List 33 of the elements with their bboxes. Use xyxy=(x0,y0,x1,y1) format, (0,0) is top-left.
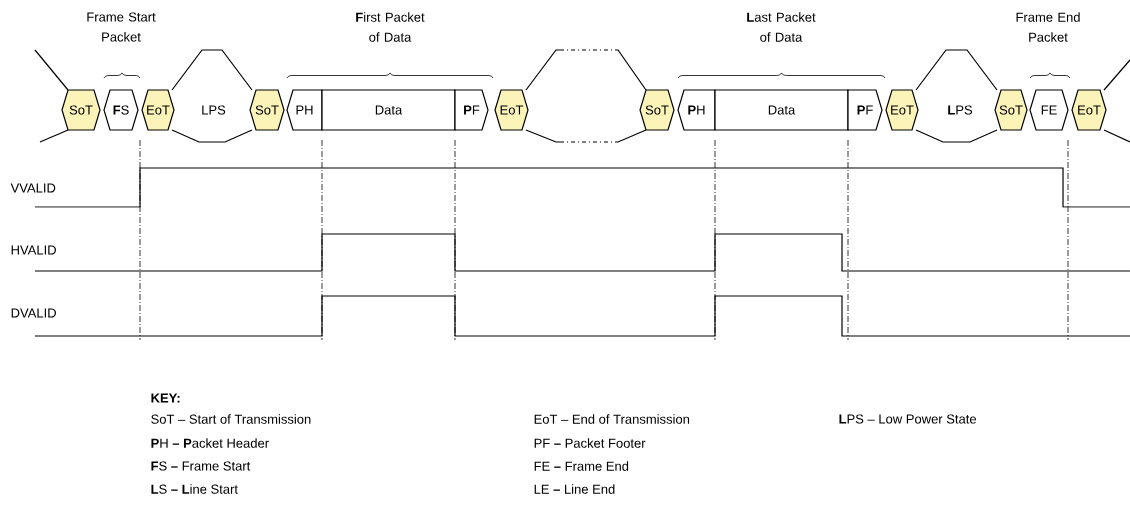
packet-box: PH xyxy=(286,89,323,131)
state-label: LPS xyxy=(948,105,973,115)
brace-label: Last Packet of Data xyxy=(747,12,816,42)
signal-name: HVALID xyxy=(11,245,56,255)
packet-hexagon: EoT xyxy=(1071,89,1107,131)
packet-hexagon: FS xyxy=(103,89,139,131)
packet-box: PH xyxy=(677,89,716,131)
brace-label: First Packet of Data xyxy=(356,12,425,42)
packet-hexagon: EoT xyxy=(494,89,529,131)
key-entry: LS – Line Start xyxy=(151,484,238,494)
packet-hexagon: EoT xyxy=(141,89,175,131)
key-entry: LPS – Low Power State xyxy=(839,414,976,424)
key-heading: KEY: xyxy=(151,393,180,403)
signal-name: VVALID xyxy=(10,183,56,193)
packet-hexagon: SoT xyxy=(639,89,675,131)
key-entry: FS – Frame Start xyxy=(151,461,251,471)
key-entry: LE – Line End xyxy=(534,484,615,494)
packet-box: PF xyxy=(454,89,489,131)
packet-box: PF xyxy=(847,89,883,131)
key-entry: EoT – End of Transmission xyxy=(534,414,690,424)
packet-hexagon: SoT xyxy=(61,89,101,131)
packet-hexagon: SoT xyxy=(249,89,285,131)
key-entry: PF – Packet Footer xyxy=(534,438,646,448)
key-entry: SoT – Start of Transmission xyxy=(151,414,311,424)
key-entry: FE – Frame End xyxy=(534,461,629,471)
packet-hexagon: EoT xyxy=(885,89,919,131)
state-label: LPS xyxy=(202,105,226,115)
brace-label: Frame End Packet xyxy=(1016,12,1080,42)
signal-name: DVALID xyxy=(11,308,56,318)
brace-label: Frame Start Packet xyxy=(87,12,156,42)
packet-hexagon: FE xyxy=(1029,89,1069,131)
key-entry: PH – Packet Header xyxy=(151,438,269,448)
packet-hexagon: SoT xyxy=(994,89,1028,131)
